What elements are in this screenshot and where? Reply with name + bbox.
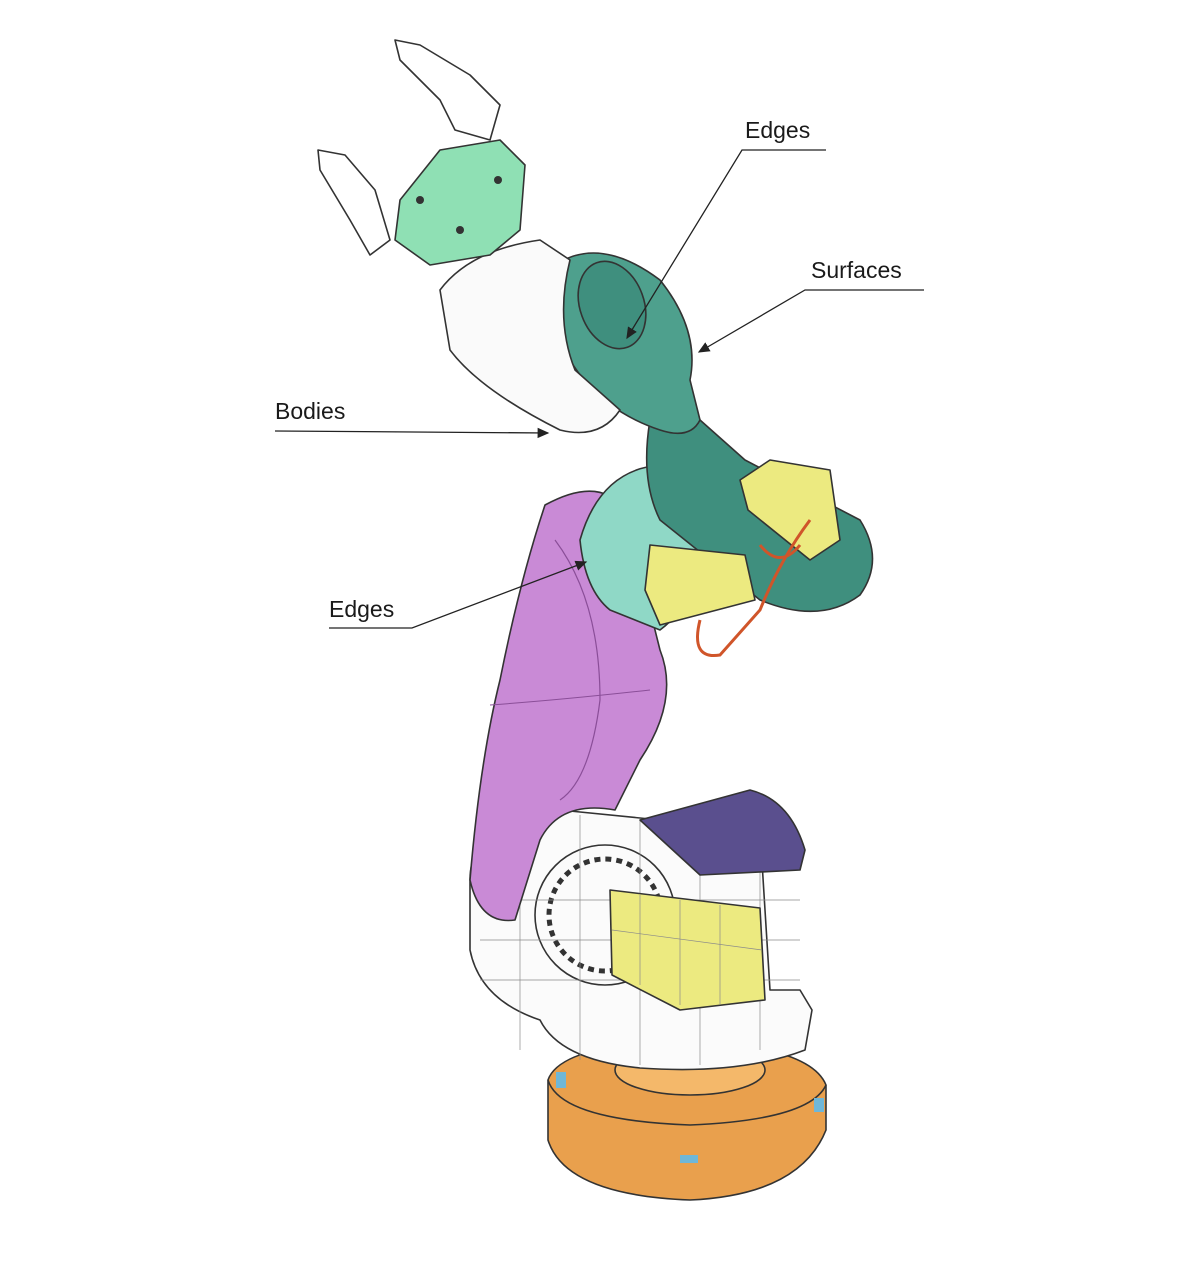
callout-bodies: Bodies [274, 398, 550, 439]
label-edges-top: Edges [745, 117, 810, 143]
callout-surfaces: Surfaces [697, 257, 924, 353]
label-surfaces: Surfaces [811, 257, 902, 283]
wrist [439, 239, 621, 434]
base-motor [609, 889, 766, 1011]
label-edges-bottom: Edges [329, 596, 394, 622]
drive-motor [639, 789, 806, 876]
forearm-motors [644, 459, 841, 658]
gripper [317, 39, 526, 266]
label-bodies: Bodies [275, 398, 345, 424]
callout-edges-top: Edges [626, 117, 826, 340]
callout-edges-bottom: Edges [329, 560, 588, 629]
